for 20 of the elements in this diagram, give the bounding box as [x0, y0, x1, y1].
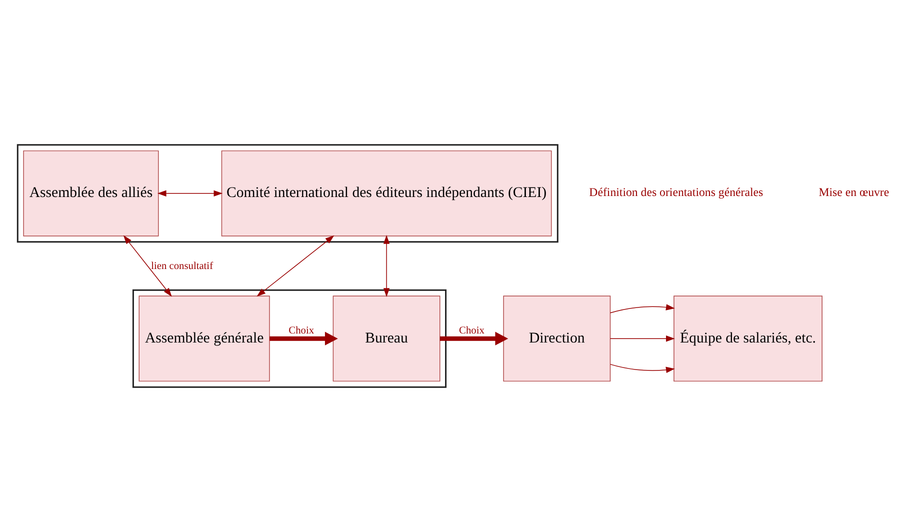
label: Définition des orientations générales — [589, 184, 764, 199]
edge-label: Choix — [459, 325, 484, 336]
arrow — [270, 331, 338, 345]
edge-label: lien consultatif — [151, 260, 214, 272]
edge-label: Choix — [288, 325, 314, 336]
arrow — [123, 234, 172, 296]
arrow — [157, 190, 223, 196]
arrow — [383, 234, 390, 296]
arrow — [610, 363, 675, 372]
arrow — [610, 334, 675, 342]
arrow — [256, 234, 334, 296]
label: Mise en œuvre — [818, 184, 890, 199]
arrow — [440, 331, 508, 345]
node-box: Assemblée générale — [138, 295, 270, 382]
node-box: Bureau — [332, 295, 440, 382]
node-box: Direction — [503, 295, 611, 382]
arrow — [610, 304, 675, 313]
node-box: Comité international des éditeurs indépendants (CIEI) — [221, 150, 552, 236]
node-box: Équipe de salariés, etc. — [674, 295, 822, 382]
node-box: Assemblée des alliés — [23, 150, 159, 236]
